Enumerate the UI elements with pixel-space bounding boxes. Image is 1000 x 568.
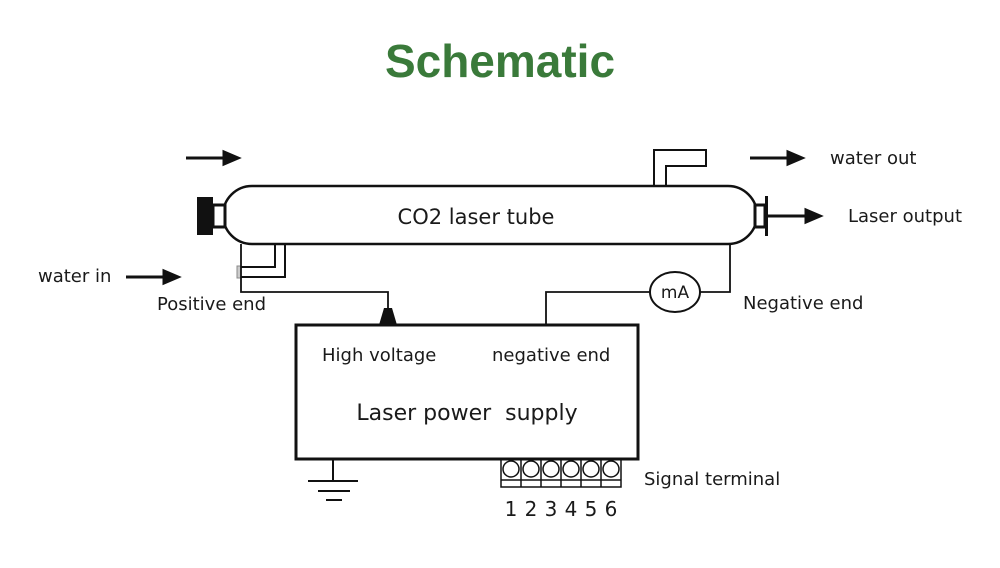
terminal-screw [522, 460, 540, 478]
power-supply-label: Laser power supply [356, 401, 577, 426]
terminal-number: 4 [565, 497, 578, 521]
negative-end-label: Negative end [743, 293, 863, 314]
water-in-pipe [238, 244, 286, 278]
ground-symbol [308, 459, 358, 501]
positive-wire [240, 244, 389, 308]
page-title: Schematic [384, 35, 616, 87]
terminal-number: 6 [605, 497, 618, 521]
terminal-screw [582, 460, 600, 478]
terminal-number: 3 [545, 497, 558, 521]
water-out-arrow-icon [750, 149, 806, 167]
terminal-number: 1 [505, 497, 518, 521]
water-out-pipe [653, 149, 707, 186]
negative-wire [545, 244, 731, 325]
positive-end-label: Positive end [157, 294, 266, 315]
laser-output-arrow-icon [768, 207, 824, 225]
ammeter-label: mA [661, 283, 690, 303]
ammeter [649, 271, 701, 313]
tube-label: CO2 laser tube [398, 205, 555, 229]
terminal-number: 2 [525, 497, 538, 521]
terminal-number: 5 [585, 497, 598, 521]
psu-negative-end-label: negative end [492, 345, 610, 366]
terminal-screw [542, 460, 560, 478]
water-in-top-arrow-icon [186, 149, 242, 167]
left-end-cap [197, 197, 213, 235]
laser-output-label: Laser output [848, 206, 962, 227]
terminal-screw [502, 460, 520, 478]
power-supply-box [294, 323, 640, 461]
water-out-label: water out [830, 148, 916, 169]
terminal-screw [562, 460, 580, 478]
signal-terminal-label: Signal terminal [644, 469, 780, 490]
water-in-label: water in [38, 266, 111, 287]
high-voltage-connector [379, 308, 397, 325]
terminal-screw [602, 460, 620, 478]
laser-tube [221, 184, 759, 246]
high-voltage-label: High voltage [322, 345, 436, 366]
water-in-arrow-icon [126, 268, 182, 286]
